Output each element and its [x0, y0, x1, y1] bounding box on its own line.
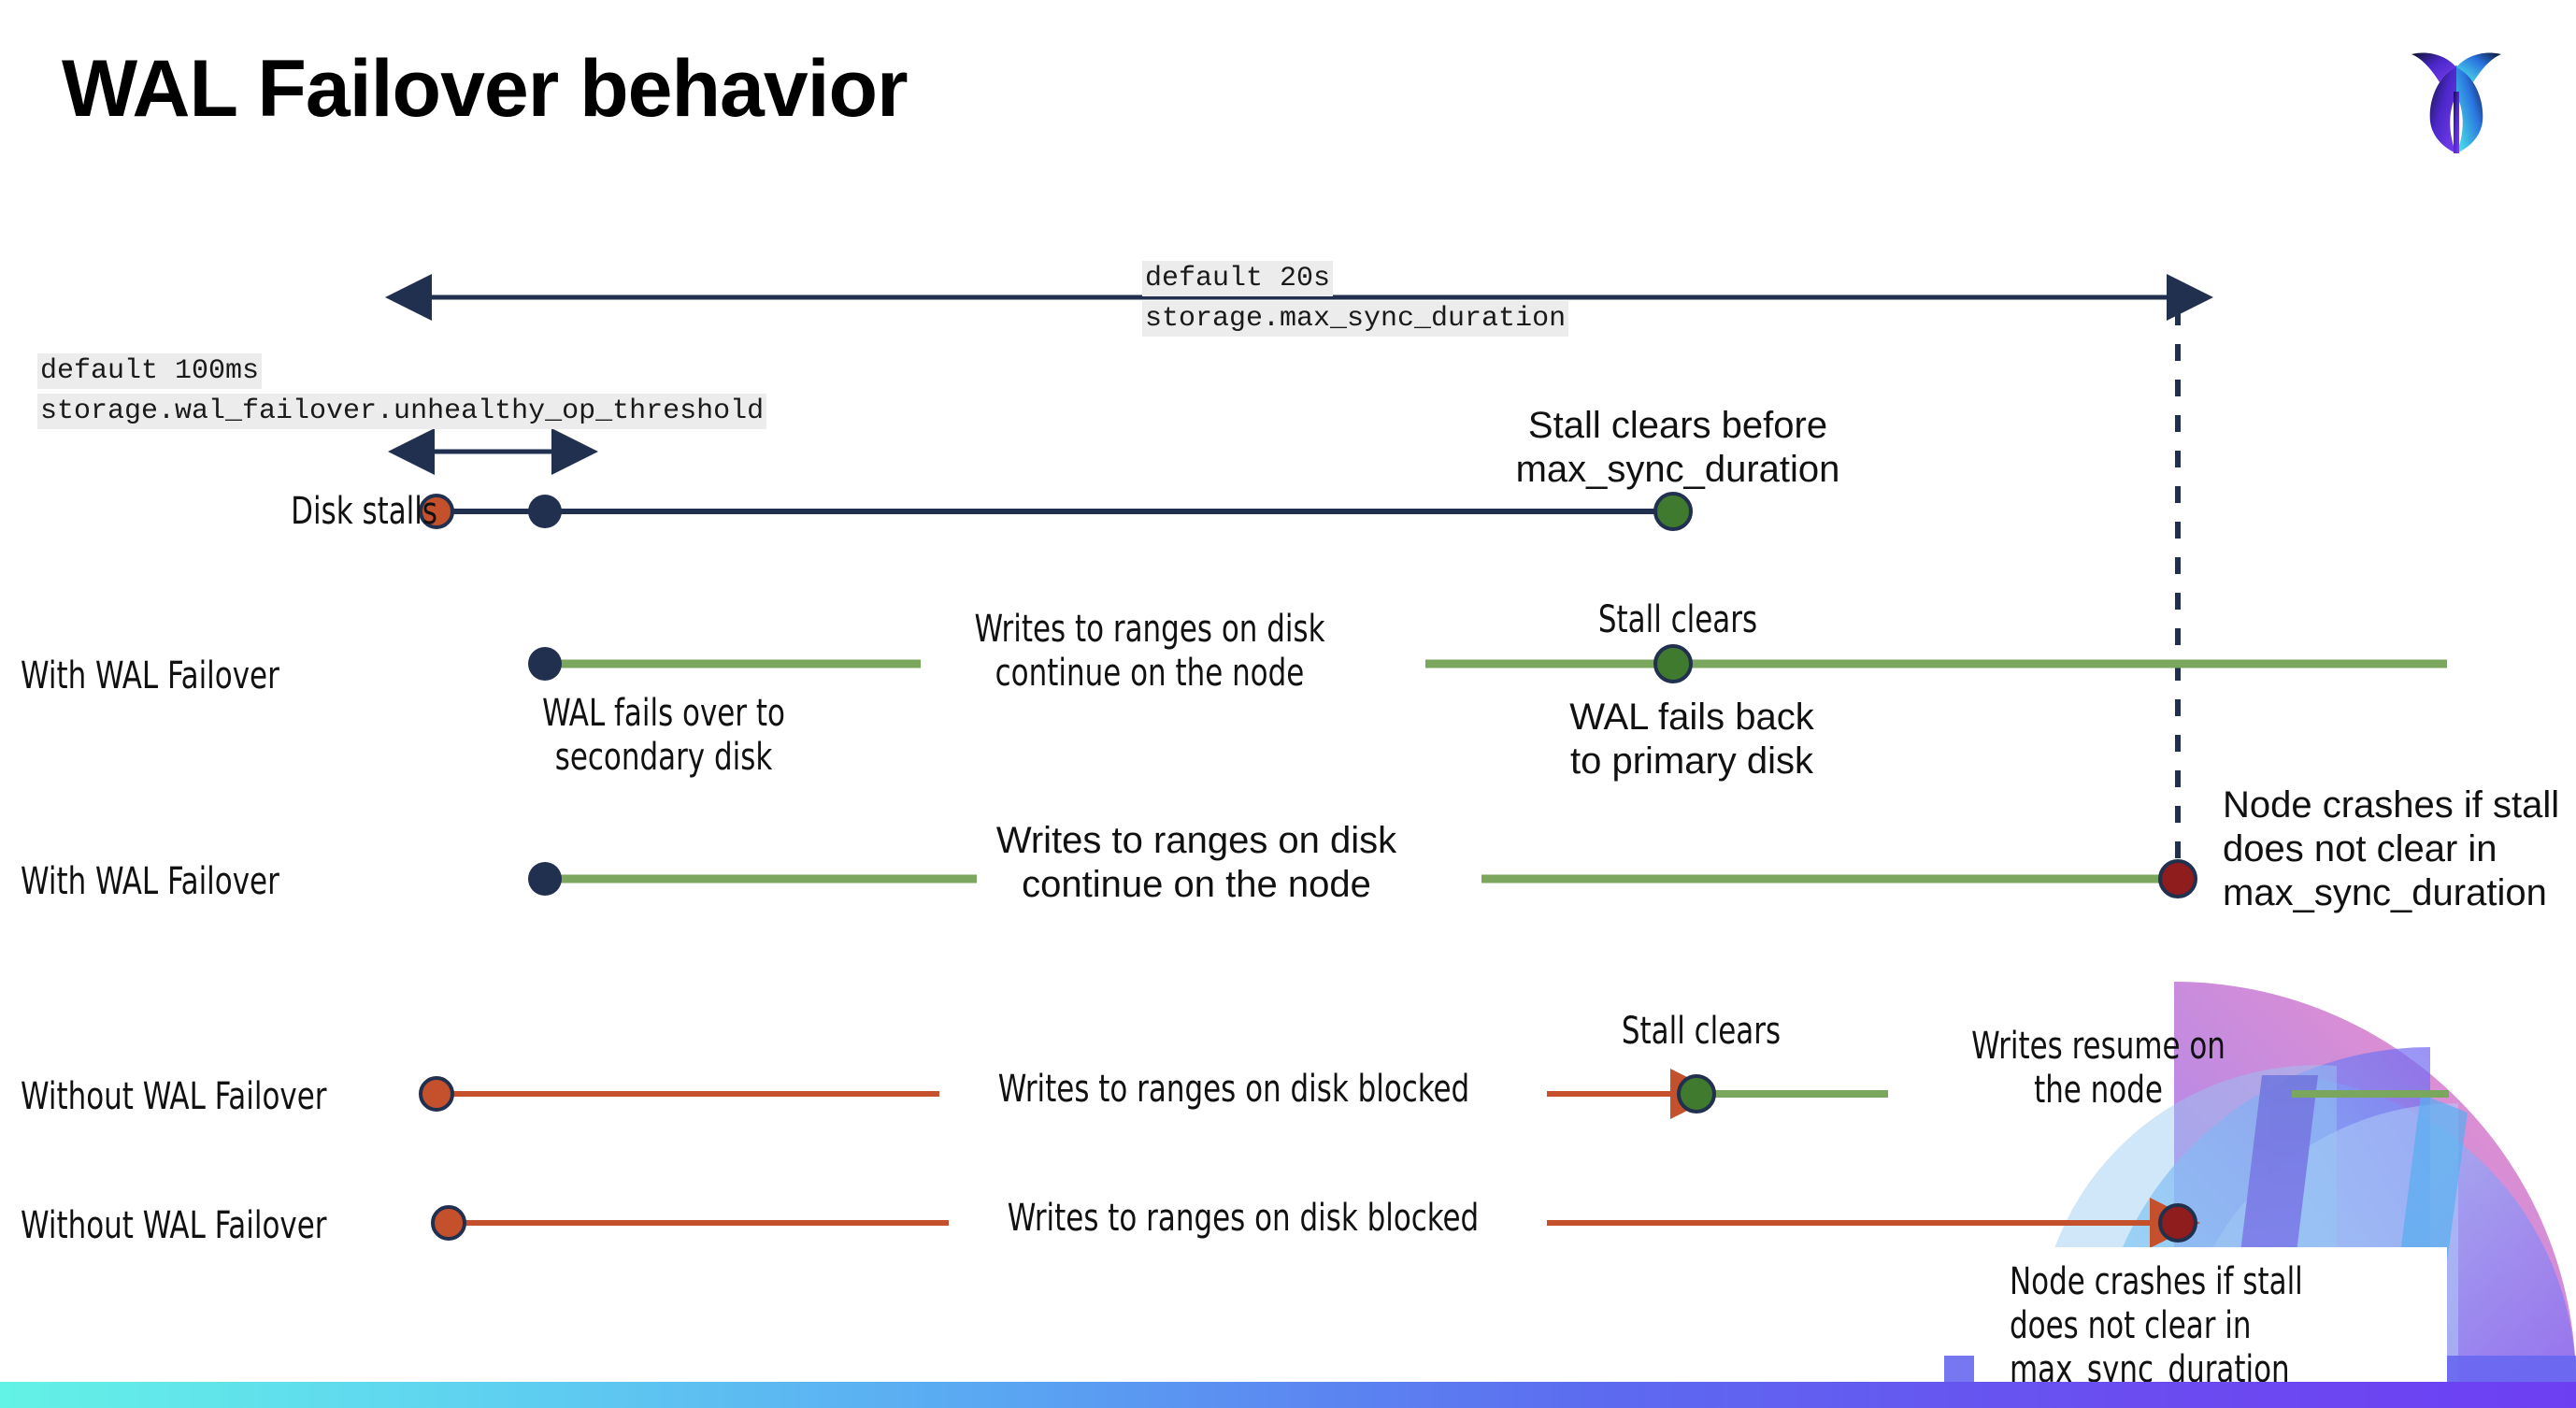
annotation-writes-blocked-1: Writes to ranges on disk blocked	[997, 1068, 1470, 1111]
annotation-node-crashes-1: Node crashes if stall does not clear in …	[2223, 784, 2560, 914]
node-crash-note-card	[1974, 1247, 2447, 1408]
cockroachdb-logo-icon	[2411, 52, 2501, 153]
row-label-without-wal-failover-1: Without WAL Failover	[21, 1075, 327, 1118]
max-sync-duration-callout: default 20s storage.max_sync_duration	[1142, 259, 1569, 338]
without-failover-1-start-dot	[419, 1076, 454, 1112]
annotation-wal-fails-over-to-secondary: WAL fails over to secondary disk	[542, 692, 785, 780]
with-failover-1-start-dot	[528, 647, 562, 681]
annotation-writes-blocked-2: Writes to ranges on disk blocked	[1007, 1197, 1480, 1240]
row-label-without-wal-failover-2: Without WAL Failover	[21, 1204, 327, 1247]
page-title: WAL Failover behavior	[62, 44, 909, 134]
bottom-accent-bar	[0, 1382, 2576, 1408]
row-label-with-wal-failover-2: With WAL Failover	[21, 860, 279, 903]
without-failover-1-clear-dot	[1677, 1074, 1716, 1113]
annotation-writes-continue-2: Writes to ranges on disk continue on the…	[995, 820, 1397, 906]
annotation-writes-resume-on-node: Writes resume on the node	[1971, 1025, 2225, 1113]
disk-stall-start-dot	[419, 494, 454, 529]
annotation-stall-clears-before-max-sync: Stall clears before max_sync_duration	[1515, 405, 1840, 491]
without-failover-2-crash-dot	[2158, 1203, 2197, 1243]
disk-stall-clear-dot	[1653, 492, 1693, 531]
max-sync-setting-name: storage.max_sync_duration	[1142, 300, 1569, 337]
row-label-disk-stalls: Disk stalls	[291, 490, 437, 533]
disk-stall-failover-dot	[528, 495, 562, 528]
max-sync-default-value: default 20s	[1142, 261, 1334, 296]
with-failover-2-start-dot	[528, 862, 562, 896]
without-failover-2-start-dot	[431, 1205, 466, 1241]
unhealthy-setting-name: storage.wal_failover.unhealthy_op_thresh…	[37, 393, 767, 429]
with-failover-2-crash-dot	[2158, 859, 2197, 898]
with-failover-1-clear-dot	[1653, 644, 1693, 683]
annotation-stall-clears-2: Stall clears	[1621, 1010, 1782, 1053]
annotation-stall-clears-1: Stall clears	[1597, 598, 1758, 641]
unhealthy-default-value: default 100ms	[37, 353, 263, 389]
annotation-node-crashes-2: Node crashes if stall does not clear in …	[2010, 1260, 2303, 1392]
unhealthy-threshold-callout: default 100ms storage.wal_failover.unhea…	[37, 352, 767, 431]
annotation-writes-continue-1: Writes to ranges on disk continue on the…	[974, 608, 1325, 696]
annotation-wal-fails-back-to-primary: WAL fails back to primary disk	[1569, 697, 1814, 783]
row-label-with-wal-failover-1: With WAL Failover	[21, 654, 279, 697]
